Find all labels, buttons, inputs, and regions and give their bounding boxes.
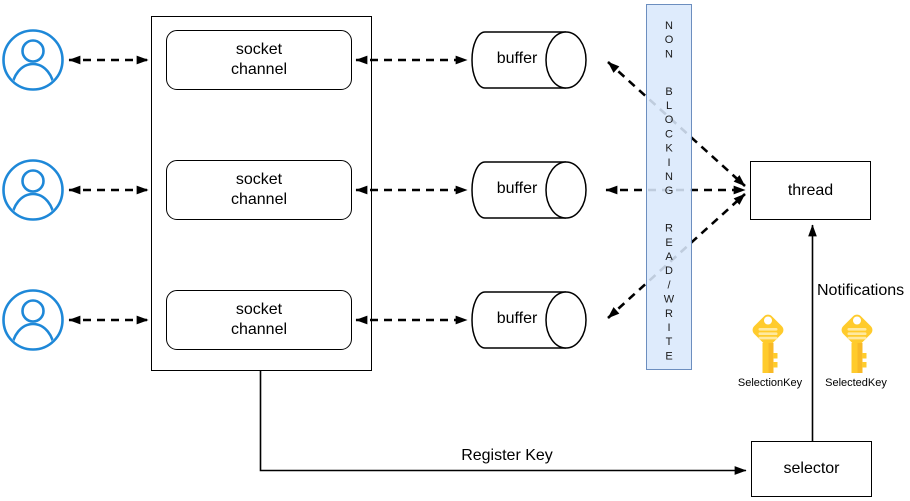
socket-channel-node-1: socket channel [166,30,352,90]
register-key-edge-label: Register Key [461,447,553,464]
buffer-node-label-3: buffer [496,310,538,327]
key-icon [841,314,873,373]
socket-channel-node-2: socket channel [166,160,352,220]
buffer-cylinder [471,31,587,89]
selector-node: selector [751,441,872,497]
non-blocking-band-text: NON BLOCKING READ/WRITE [663,20,675,365]
buffer-thread-arrow-3 [607,193,746,319]
user-icon [2,29,64,91]
selected-key-label: SelectedKey [825,377,887,389]
register-key-line [259,371,747,475]
socket-channel-node-3: socket channel [166,290,352,350]
buffer-cylinder [471,291,587,349]
socket-channel-group-box [151,16,372,371]
key-icon [752,314,784,373]
user-icon [2,159,64,221]
selection-key-label: SelectionKey [737,377,803,389]
buffer-cylinder [471,161,587,219]
thread-node: thread [750,161,871,220]
non-blocking-band: NON BLOCKING READ/WRITE [646,4,692,370]
buffer-node-label-1: buffer [496,50,538,67]
buffer-node-label-2: buffer [496,180,538,197]
notifications-edge-label: Notifications [817,282,905,299]
user-icon [2,289,64,351]
buffer-thread-arrow-1 [607,61,746,187]
